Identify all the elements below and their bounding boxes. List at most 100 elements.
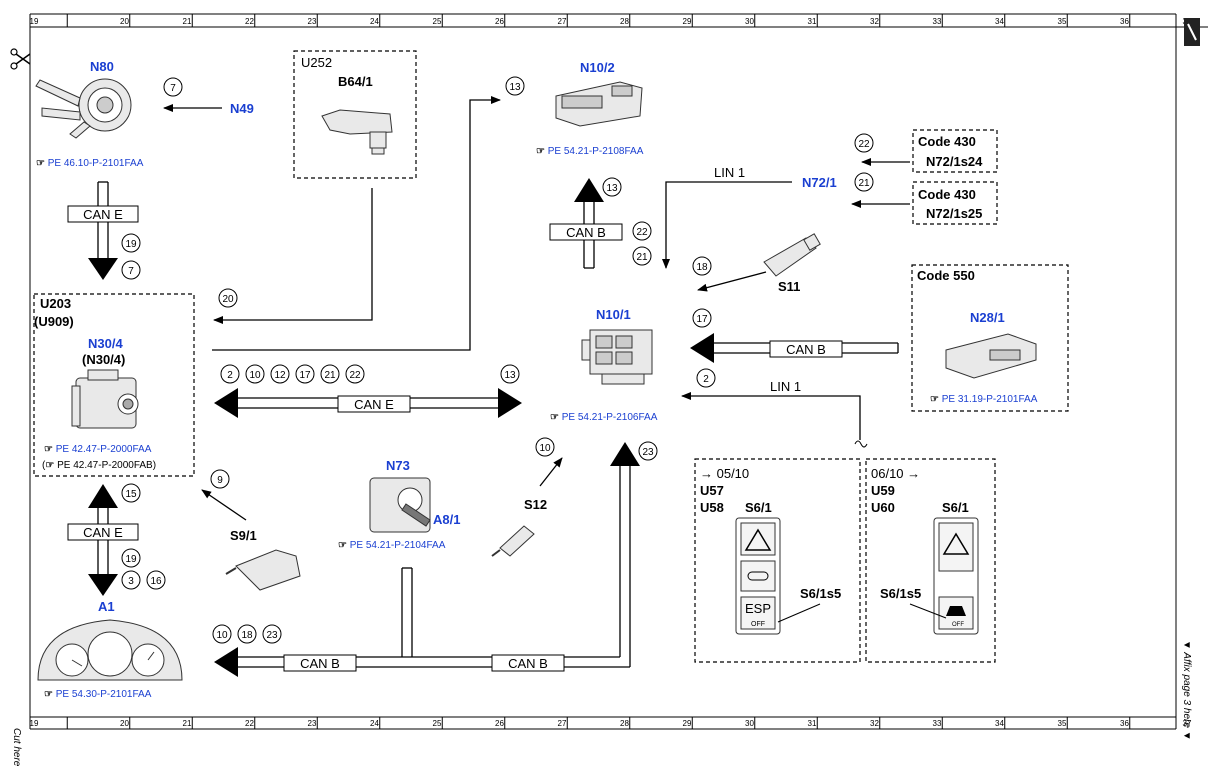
code430-a-label: Code 430 [918,134,976,149]
signal-23-label: 23 [266,630,278,641]
n80-component: N80 ☞ PE 46.10-P-2101FAA [35,59,144,169]
signal-18-label: 18 [696,262,708,273]
u252-box: U252 B64/1 [293,50,417,179]
signal-13-top: 13 [505,76,525,96]
signal-17-label: 17 [696,314,708,325]
signal-2-label: 2 [227,370,233,381]
ruler-number: 33 [933,719,942,728]
svg-text:☞ PE 54.30-P-2101FAA: ☞ PE 54.30-P-2101FAA [44,689,152,700]
sensor-switch-icon [491,525,535,557]
signal-circle [320,364,340,384]
u58-label: U58 [700,500,724,515]
s12-label: S12 [524,497,547,512]
n72-1-label: N72/1 [802,175,837,190]
s6-1-right-box: 06/10 → U59 U60 S6/1 OFF S6/1s5 [865,458,996,663]
ref-paren: ( [42,460,46,471]
esp-unit-icon [71,369,139,429]
signal-21-label: 21 [324,370,336,381]
ruler-number: 20 [120,719,129,728]
n28-1-label: N28/1 [970,310,1005,325]
ruler-number: 36 [1120,719,1129,728]
n10-1-ref: PE 54.21-P-2106FAA [562,412,658,423]
ruler-number: 33 [933,17,942,26]
a8-1-label: A8/1 [433,512,460,527]
signal-20: 20 [218,288,238,308]
n10-2-component: N10/2 ☞ PE 54.21-P-2108FAA [536,60,644,157]
signal-13-main: 13 [500,364,520,384]
svg-text:(☞ PE 42.47-P-2000FAB): (☞ PE 42.47-P-2000FAB) [42,460,156,471]
ruler-number: 23 [308,17,317,26]
n73-component: N73 A8/1 ☞ PE 54.21-P-2104FAA [338,458,460,551]
signal-circle [295,364,315,384]
ruler-number: 29 [683,719,692,728]
s6-1s5-right-label: S6/1s5 [880,586,921,601]
ruler-number: 29 [683,17,692,26]
hazard-icon [744,528,772,551]
ruler-number: 19 [30,17,39,26]
ruler-number: 31 [808,719,817,728]
date-0610-label: 06/10 → [871,466,920,481]
cut-here-text: Cut here [11,728,22,767]
affix-text: ▼ Affix page 3 here ▼ [1181,640,1192,741]
ruler-number: 31 [808,17,817,26]
s11-component: 18 S11 [692,233,821,294]
signal-2-label: 2 [703,374,709,385]
ruler-frame [29,13,1208,730]
ruler-number: 21 [183,719,192,728]
switch-panel-right: OFF [933,517,979,635]
can-e-main-bus: CAN E [214,388,522,418]
page-corner-icon [1184,18,1200,46]
signal-7-label: 7 [128,266,134,277]
can-b-bottom-label-2: CAN B [508,656,548,671]
hazard-icon [942,532,970,555]
ruler-number: 26 [495,719,504,728]
ruler-number: 36 [1120,17,1129,26]
ruler-number: 21 [183,17,192,26]
a1-ref: PE 54.30-P-2101FAA [56,689,152,700]
instrument-cluster-icon [37,619,183,681]
can-b-n28-1-bus: CAN B 17 [690,308,899,363]
lin1-lower-label: LIN 1 [770,379,801,394]
signal-13-label: 13 [606,183,618,194]
a1-component: A1 ☞ PE 54.30-P-2101FAA [37,599,183,700]
ruler-number: 27 [558,17,567,26]
s6-1-right-label: S6/1 [942,500,969,515]
a1-label: A1 [98,599,115,614]
signal-21-label: 21 [858,178,870,189]
can-e-top-bus: CAN E 19 7 [67,181,141,280]
can-b-n10-2-bus: CAN B 13 22 21 [549,177,652,269]
signal-10-label: 10 [539,443,551,454]
esp-off-label: OFF [751,621,765,628]
ruler-number: 30 [745,17,754,26]
u59-label: U59 [871,483,895,498]
signal-22-label: 22 [858,139,870,150]
esp-off-right-label: OFF [952,622,964,628]
ruler-number: 28 [620,719,629,728]
u203-to-n10-2-line [212,96,501,351]
n72-1s24-label: N72/1s24 [926,154,983,169]
ruler-number: 25 [433,719,442,728]
signal-9-label: 9 [217,475,223,486]
u203-box: U203 (U909) N30/4 (N30/4) ☞ PE 42.47-P-2… [33,293,195,477]
signal-15-label: 15 [125,489,137,500]
s12-component: 10 S12 [491,437,563,557]
ruler-number: 32 [870,17,879,26]
esp-car-icon [946,606,966,616]
signal-16-label: 16 [150,576,162,587]
can-b-n28-label: CAN B [786,342,826,357]
signal-12-label: 12 [274,370,286,381]
n49-label: N49 [230,101,254,116]
ruler-number: 19 [30,719,39,728]
n10-1-label: N10/1 [596,307,631,322]
lin1-top-label: LIN 1 [714,165,745,180]
signal-circle [270,364,290,384]
svg-text:☞ PE 54.21-P-2104FAA: ☞ PE 54.21-P-2104FAA [338,540,446,551]
u252-code: U252 [301,55,332,70]
n80-ref: PE 46.10-P-2101FAA [48,158,144,169]
code550-box: Code 550 N28/1 ☞ PE 31.19-P-2101FAA [911,264,1069,412]
ruler-number: 25 [433,17,442,26]
sensor-icon [321,109,393,155]
n72-1-lin: LIN 1 N72/1 [662,165,837,269]
n73-label: N73 [386,458,410,473]
